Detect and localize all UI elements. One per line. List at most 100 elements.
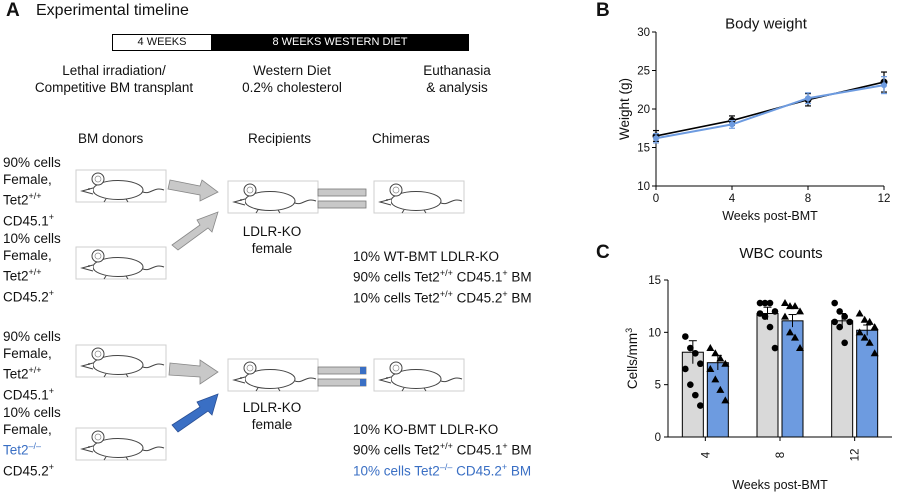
chart-c-point — [692, 349, 699, 357]
chart-c-point — [692, 391, 699, 399]
panel-letter-c: C — [596, 242, 610, 263]
chart-c-point — [766, 323, 774, 331]
chart-c-point — [711, 375, 720, 383]
group2-result: 10% KO-BMT LDLR-KO 90% cells Tet2+/+ CD4… — [353, 422, 532, 478]
group1-donor1-label: 90% cells Female, Tet2+/+ CD45.1+ — [3, 155, 61, 228]
chart-c-point — [716, 385, 725, 393]
group1-result: 10% WT-BMT LDLR-KO 90% cells Tet2+/+ CD4… — [353, 249, 532, 305]
chart-c-title: WBC counts — [739, 245, 822, 262]
group2-donor2-label: 10% cells Female, Tet2–/– CD45.2+ — [3, 405, 61, 478]
chart-c-y-label: Cells/mm3 — [624, 328, 640, 389]
chart-c-point — [761, 299, 769, 307]
tube1b-icon — [317, 200, 367, 209]
chart-c-x-label: Weeks post-BMT — [732, 478, 828, 492]
chart-c-point — [682, 365, 689, 373]
chart-c-point — [766, 299, 774, 307]
chart-c-point — [855, 309, 864, 317]
donor4-mouse-icon — [75, 427, 167, 461]
chart-b-point — [729, 121, 735, 128]
chart-b-point — [805, 95, 811, 102]
chart-b-point — [881, 82, 887, 89]
chart-c-point — [706, 344, 715, 352]
chart-b-x-label: Weeks post-BMT — [722, 209, 818, 223]
chart-c-point — [791, 302, 799, 310]
chimera2-mouse-icon — [373, 358, 465, 392]
chart-c-point — [687, 344, 694, 352]
tube2a-icon — [317, 366, 367, 375]
tube1a-icon — [317, 188, 367, 197]
recipient2-mouse-icon — [227, 358, 319, 392]
chart-c-point — [841, 313, 848, 320]
chart-c-point — [836, 323, 843, 331]
chart-c-point — [786, 328, 794, 336]
timeline-8-weeks-western-diet: 8 WEEKS WESTERN DIET — [211, 34, 469, 51]
chart-c-x-tick-label: 4 — [700, 451, 712, 458]
chart-b-title: Body weight — [725, 18, 808, 32]
donor3-mouse-icon — [75, 344, 167, 378]
group1-donor2-label: 10% cells Female, Tet2+/+ CD45.2+ — [3, 231, 61, 304]
stage-transplant: Lethal irradiation/Competitive BM transp… — [34, 63, 194, 95]
chart-c-bar — [831, 320, 854, 438]
chart-b-y-label: Weight (g) — [617, 78, 632, 140]
chart-c-point — [721, 359, 730, 367]
chart-b-x-tick-label: 12 — [878, 193, 891, 205]
chart-c-point — [855, 328, 864, 336]
chimera1-mouse-icon — [373, 180, 465, 214]
chart-c-point — [781, 299, 789, 307]
group2-donor1-label: 90% cells Female, Tet2+/+ CD45.1+ — [3, 329, 61, 402]
arrow-donor2-icon — [171, 211, 219, 251]
chart-b-point — [653, 135, 659, 142]
recipient1-mouse-icon — [227, 180, 319, 214]
chart-b-y-tick-label: 30 — [637, 27, 650, 39]
donor2-mouse-icon — [75, 246, 167, 280]
chart-c-bar — [756, 312, 779, 438]
chart-c-point — [771, 344, 779, 352]
arrow-donor3-icon — [168, 359, 219, 385]
chart-b-x-tick-label: 0 — [653, 193, 659, 205]
chart-c-point — [836, 308, 843, 315]
chart-c-point — [711, 349, 720, 357]
arrow-donor1-icon — [167, 179, 219, 202]
chart-c-point — [756, 310, 764, 317]
chart-c-point — [860, 333, 869, 341]
arrow-donor4-icon — [171, 393, 219, 433]
chart-c-point — [697, 402, 704, 409]
chart-c-point — [687, 381, 694, 388]
chart-c-point — [682, 333, 689, 340]
chart-c-point — [697, 360, 704, 368]
chart-c-bar — [856, 329, 879, 438]
chart-c-y-tick-label: 0 — [655, 432, 661, 444]
chart-b-x-tick-label: 4 — [729, 193, 736, 205]
chart-b-y-tick-label: 10 — [637, 181, 650, 193]
column-chimeras: Chimeras — [372, 131, 430, 146]
chart-c-point — [756, 299, 764, 307]
tube2b-icon — [317, 378, 367, 387]
chart-c-point — [761, 313, 769, 320]
chart-c-point — [865, 338, 874, 346]
donor1-mouse-icon — [75, 169, 167, 203]
chart-c-point — [846, 318, 853, 326]
chart-b-y-tick-label: 25 — [637, 66, 650, 78]
panel-letter-b: B — [596, 0, 610, 21]
panel-letter-a: A — [6, 0, 20, 21]
chart-c-point — [716, 354, 725, 362]
chart-c-point — [781, 312, 789, 320]
column-bm-donors: BM donors — [78, 131, 144, 146]
chart-c-point — [786, 302, 794, 310]
chart-c-point — [831, 299, 838, 307]
chart-c-point — [870, 323, 879, 331]
chart-c-point — [721, 396, 730, 404]
chart-c-x-tick-label: 12 — [850, 449, 862, 462]
column-recipients: Recipients — [248, 131, 312, 146]
chart-c-y-tick-label: 5 — [655, 380, 661, 392]
chart-c-point — [831, 318, 838, 326]
chart-c-y-tick-label: 10 — [648, 327, 661, 339]
chart-b-x-tick-label: 8 — [805, 193, 811, 205]
chart-b-y-tick-label: 15 — [637, 143, 650, 155]
panel-a-title: Experimental timeline — [36, 2, 189, 19]
